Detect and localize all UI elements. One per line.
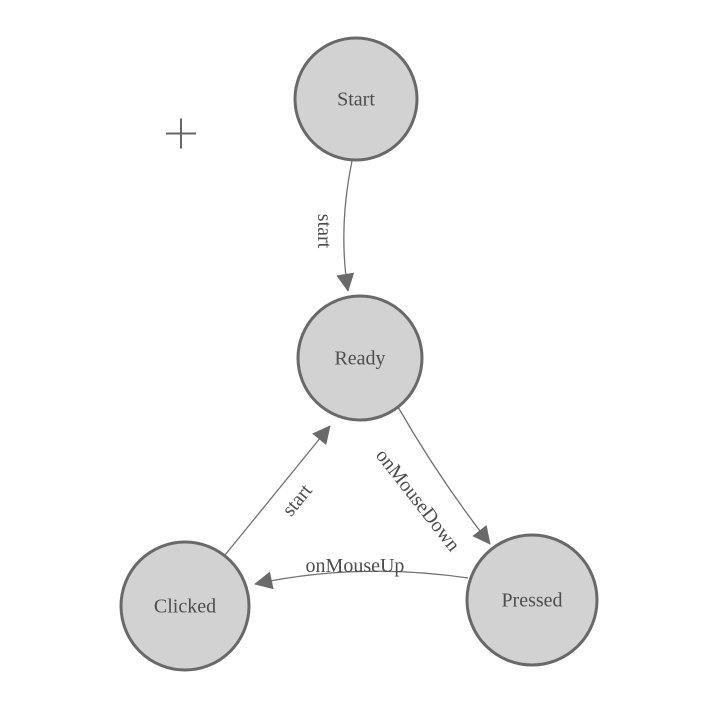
edge-path-start-ready[interactable] <box>336 160 355 292</box>
state-circle-ready[interactable] <box>296 294 424 422</box>
edge-path-clicked-ready[interactable] <box>224 425 331 556</box>
edge-label-start: start <box>313 214 335 249</box>
state-node-pressed[interactable]: Pressed <box>465 533 599 667</box>
state-node-ready[interactable]: Ready <box>296 294 424 422</box>
state-node-clicked[interactable]: Clicked <box>119 540 251 672</box>
edge-label-onmousedown: onMouseDown <box>371 445 464 556</box>
edge-path-pressed-clicked[interactable] <box>254 570 469 590</box>
transition-ready-to-pressed[interactable]: onMouseDown <box>371 406 491 556</box>
state-node-start[interactable]: Start <box>293 36 419 162</box>
transition-start-to-ready[interactable]: start <box>313 160 355 292</box>
state-circle-clicked[interactable] <box>119 540 251 672</box>
plus-cursor-icon <box>166 118 196 149</box>
state-circle-pressed[interactable] <box>465 533 599 667</box>
edge-label-onmouseup: onMouseUp <box>306 555 405 577</box>
state-label-ready: Ready <box>334 348 385 370</box>
state-label-clicked: Clicked <box>154 596 216 618</box>
state-label-start: Start <box>337 89 375 111</box>
state-circle-start[interactable] <box>293 36 419 162</box>
edge-path-ready-pressed[interactable] <box>397 406 491 545</box>
transition-pressed-to-clicked[interactable]: onMouseUp <box>254 555 469 590</box>
state-label-pressed: Pressed <box>501 590 562 612</box>
transition-clicked-to-ready[interactable]: start <box>224 425 331 556</box>
edge-label-start-2: start <box>278 480 317 521</box>
